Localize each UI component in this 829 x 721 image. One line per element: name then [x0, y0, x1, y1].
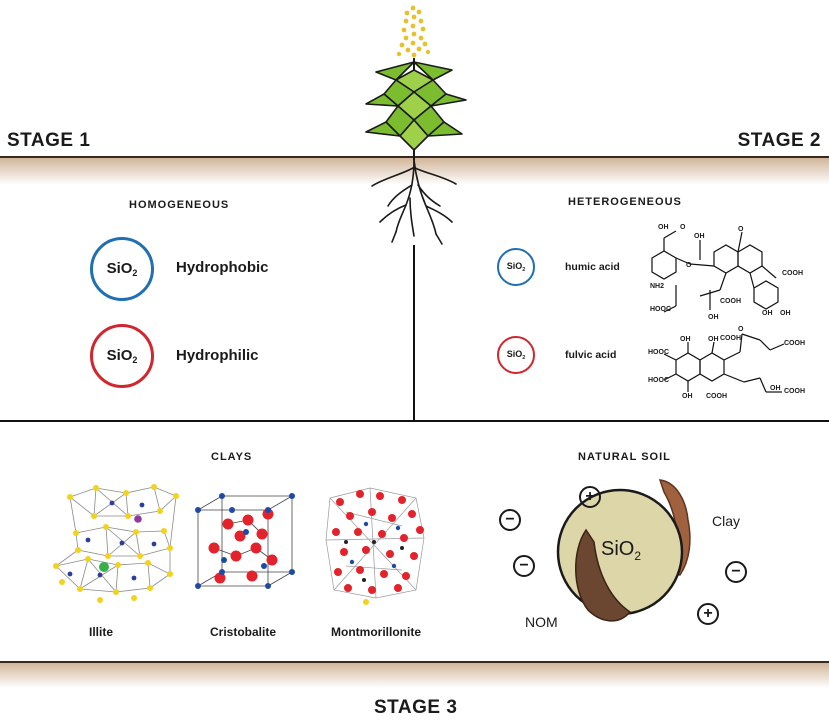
hydrophobic-label: Hydrophobic	[176, 259, 269, 276]
humic-acid-label: humic acid	[565, 261, 620, 273]
fulvic-group-label: COOH	[784, 340, 805, 347]
sio2-hydrophobic-circle: SiO2	[90, 237, 154, 301]
fulvic-group-label: OH	[682, 393, 693, 400]
fulvic-acid-label: fulvic acid	[565, 349, 617, 361]
fulvic-group-label: OH	[770, 385, 781, 392]
bottom-soil-band	[0, 661, 829, 688]
sio2-fulvic-circle: SiO2	[497, 336, 535, 374]
positive-charge-icon: +	[579, 486, 601, 508]
sio2-humic-circle: SiO2	[497, 248, 535, 286]
positive-charge-icon: +	[697, 603, 719, 625]
fulvic-group-label: OH	[680, 336, 691, 343]
humic-group-label: HOOC	[650, 306, 671, 313]
natural-soil-heading: NATURAL SOIL	[578, 451, 671, 463]
stage-3-label: STAGE 3	[374, 697, 458, 718]
humic-group-label: OH	[708, 314, 719, 321]
fulvic-group-label: COOH	[706, 393, 727, 400]
fulvic-group-label: HOOC	[648, 377, 669, 384]
illite-crystal	[53, 484, 179, 603]
humic-group-label: O	[680, 224, 686, 231]
humic-group-label: OH	[762, 310, 773, 317]
stage-2-label: STAGE 2	[737, 130, 821, 151]
fulvic-group-label: COOH	[720, 335, 741, 342]
soil-particle-icon	[556, 479, 691, 622]
humic-group-label: COOH	[720, 298, 741, 305]
humic-group-label: NH2	[650, 283, 665, 290]
negative-charge-icon: −	[499, 509, 521, 531]
cristobalite-label: Cristobalite	[210, 625, 277, 639]
montmorillonite-label: Montmorillonite	[331, 625, 421, 639]
negative-charge-icon: −	[513, 555, 535, 577]
humic-group-label: O	[738, 226, 744, 233]
tassel	[396, 5, 431, 58]
montmorillonite-crystal	[325, 487, 425, 605]
roots	[371, 159, 457, 245]
humic-group-label: COOH	[782, 270, 803, 277]
heterogeneous-heading: HETEROGENEOUS	[568, 196, 682, 208]
negative-charge-icon: −	[725, 561, 747, 583]
corn-plant-icon	[365, 5, 467, 245]
humic-group-label: O	[686, 262, 692, 269]
sio2-core-label: SiO2	[601, 538, 642, 563]
fulvic-group-label: COOH	[784, 388, 805, 395]
clay-label: Clay	[712, 513, 741, 529]
illite-label: Illite	[89, 625, 114, 639]
fulvic-group-label: O	[738, 326, 744, 333]
humic-group-label: OH	[658, 224, 669, 231]
hydrophilic-label: Hydrophilic	[176, 347, 259, 364]
fulvic-group-label: HOOC	[648, 349, 669, 356]
humic-group-label: OH	[694, 233, 705, 240]
humic-acid-structure	[651, 230, 779, 313]
clays-heading: CLAYS	[211, 451, 253, 463]
nom-layer	[575, 528, 632, 622]
humic-group-label: OH	[780, 310, 791, 317]
sio2-hydrophilic-circle: SiO2	[90, 324, 154, 388]
stage-1-label: STAGE 1	[7, 130, 91, 151]
nom-label: NOM	[525, 614, 558, 630]
homogeneous-heading: HOMOGENEOUS	[129, 199, 230, 211]
fulvic-acid-structure	[663, 333, 785, 393]
fulvic-group-label: OH	[708, 336, 719, 343]
cristobalite-crystal	[195, 493, 295, 589]
